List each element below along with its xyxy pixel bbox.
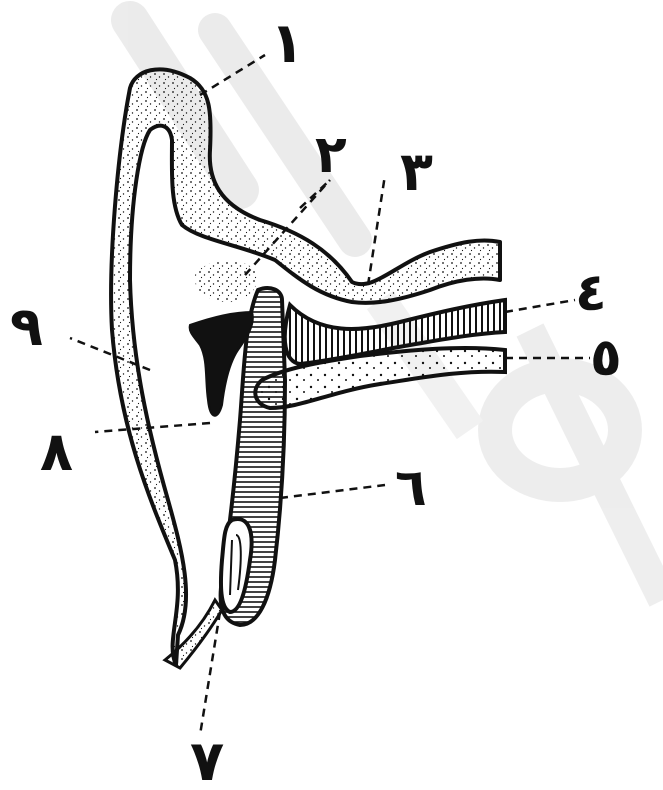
leader-4 <box>505 300 575 312</box>
mesoderm-cluster <box>195 260 257 302</box>
label-9: ٩ <box>10 295 43 358</box>
leader-3 <box>368 175 385 285</box>
label-1: ١ <box>270 11 304 76</box>
leader-6 <box>280 485 385 498</box>
label-3: ٣ <box>400 140 433 203</box>
label-7: ٧ <box>190 729 224 790</box>
label-5: ٥ <box>590 328 622 388</box>
label-8: ٨ <box>40 420 73 483</box>
label-2: ٢ <box>315 125 347 185</box>
leader-8 <box>95 423 210 432</box>
label-4: ٤ <box>575 263 607 323</box>
label-6: ٦ <box>395 458 427 518</box>
